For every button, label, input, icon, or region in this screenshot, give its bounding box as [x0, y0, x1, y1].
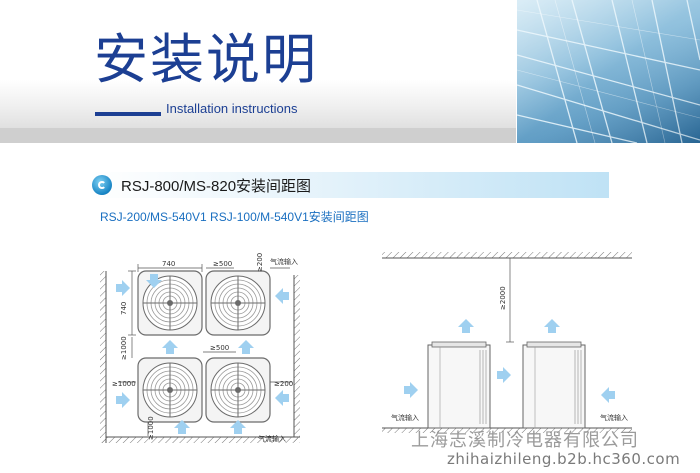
- fan-unit-bottom-left: [137, 357, 203, 423]
- title-underline: [95, 112, 161, 116]
- section-subtitle: RSJ-200/MS-540V1 RSJ-100/M-540V1安装间距图: [100, 210, 369, 224]
- page-subtitle: Installation instructions: [166, 101, 298, 116]
- section-bullet-icon: [92, 175, 112, 195]
- left-wall-hatch: [100, 271, 106, 443]
- section-header: RSJ-800/MS-820安装间距图: [89, 172, 609, 198]
- airflow-arrow-in-mid: [497, 367, 511, 383]
- heat-pump-unit-right: [522, 341, 586, 429]
- fan-unit-top-right: [205, 270, 271, 336]
- dim-left-clear-label: ≥1000: [112, 380, 136, 388]
- airflow-arrow-up-1: [458, 319, 474, 333]
- header-background: [0, 0, 516, 143]
- airflow-arrow-right-1: [275, 288, 289, 304]
- building-glass-image: [517, 0, 700, 143]
- dim-width-label: 740: [162, 260, 175, 268]
- heat-pump-unit-left: [427, 341, 491, 429]
- page-title: 安装说明: [94, 28, 318, 91]
- airflow-bottom-label: 气流输入: [258, 434, 286, 443]
- dim-top-clear-label: ≥500: [213, 260, 232, 268]
- left-top-view-diagram: 740 ≥500 ≥200 740 ≥1000 ≥500 ≥1000 ≥200 …: [100, 253, 300, 443]
- fan-unit-bottom-right: [205, 357, 271, 423]
- airflow-arrow-mid-1: [162, 340, 178, 354]
- airflow-arrow-in-left: [404, 382, 418, 398]
- airflow-top-label: 气流输入: [270, 257, 298, 266]
- airflow-arrow-mid-2: [238, 340, 254, 354]
- section-title: RSJ-800/MS-820安装间距图: [121, 178, 312, 195]
- ceiling-hatch: [382, 252, 632, 258]
- airflow-arrow-left-1: [116, 280, 130, 296]
- dim-height-label: 740: [120, 302, 128, 315]
- airflow-right-label: 气流输入: [600, 413, 628, 422]
- bottom-wall-hatch: [100, 437, 300, 443]
- dim-height-2000-label: ≥2000: [499, 286, 507, 310]
- watermark-url: zhihaizhileng.b2b.hc360.com: [447, 450, 681, 468]
- airflow-left-label: 气流输入: [391, 413, 419, 422]
- dim-right-clear-label: ≥200: [274, 380, 293, 388]
- dim-bottom-clear-label: ≥1000: [147, 416, 155, 440]
- airflow-arrow-up-2: [544, 319, 560, 333]
- header-bottom-bar: [0, 128, 516, 143]
- watermark-company: 上海志溪制冷电器有限公司: [411, 430, 639, 451]
- glass-facade-graphic: [517, 0, 700, 143]
- dim-top-right-label: ≥200: [256, 253, 264, 272]
- header-banner: 安装说明 Installation instructions: [0, 0, 700, 143]
- airflow-arrow-right-2: [275, 390, 289, 406]
- dim-mid-clear-label: ≥500: [210, 344, 229, 352]
- right-side-view-diagram: ≥2000 气流输入 气流输入: [382, 252, 632, 433]
- airflow-arrow-in-right: [601, 387, 615, 403]
- floor-hatch: [382, 428, 632, 433]
- section-bar-background: [89, 172, 609, 198]
- dim-vertical-gap-label: ≥1000: [120, 336, 128, 360]
- right-wall-hatch: [294, 275, 300, 443]
- airflow-arrow-left-2: [116, 392, 130, 408]
